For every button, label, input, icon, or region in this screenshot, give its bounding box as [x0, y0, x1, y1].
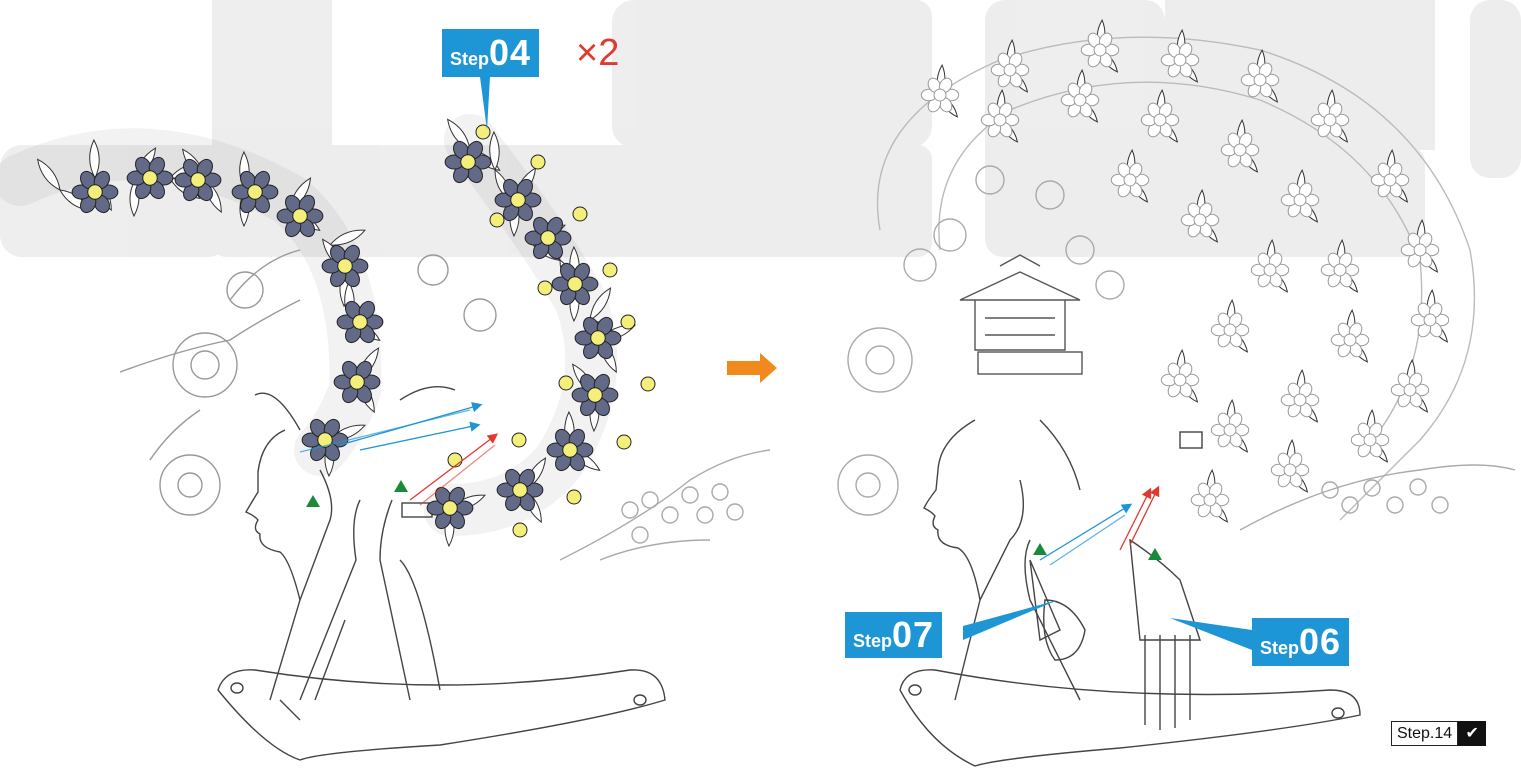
flower	[546, 428, 594, 472]
checkmark-icon: ✔	[1458, 721, 1487, 746]
flower	[571, 373, 619, 417]
step04-badge: Step 04	[442, 29, 540, 77]
step-indicator: Step.14 ✔	[1391, 721, 1487, 746]
flower	[1160, 362, 1200, 398]
bead	[447, 452, 463, 468]
transition-arrow	[727, 353, 777, 383]
flower	[1270, 452, 1310, 488]
flower	[920, 77, 960, 113]
right-base	[899, 669, 1361, 767]
bead	[640, 376, 656, 392]
green-marker	[394, 480, 408, 492]
bead	[475, 124, 491, 140]
flower	[1280, 382, 1320, 418]
flower	[1210, 412, 1250, 448]
flower	[1240, 62, 1280, 98]
green-marker	[306, 495, 320, 507]
flower	[551, 262, 599, 306]
leaf	[328, 229, 367, 246]
step-word: Step	[1260, 638, 1300, 658]
bead	[616, 434, 632, 450]
flower	[444, 140, 492, 184]
flower	[1080, 32, 1120, 68]
green-marker	[1033, 543, 1047, 555]
flower	[1110, 162, 1150, 198]
multiplier-label: ×2	[576, 32, 620, 74]
bead	[512, 522, 528, 538]
bead	[602, 262, 618, 278]
flower	[1210, 312, 1250, 348]
bead	[537, 280, 553, 296]
leaf	[36, 158, 61, 191]
step06-badge: Step 06	[1252, 618, 1350, 666]
step-word: Step	[450, 49, 490, 69]
flower	[71, 170, 119, 214]
flower	[1250, 252, 1290, 288]
flower	[301, 418, 349, 462]
wreath-flowers	[920, 18, 1450, 523]
flowers	[36, 118, 656, 548]
callout-leaders	[480, 77, 1252, 650]
flower	[1140, 102, 1180, 138]
assembly-arrows-right	[1039, 485, 1160, 566]
flower	[126, 156, 174, 200]
step-number: 04	[489, 32, 532, 73]
flower	[174, 158, 222, 202]
flower	[1160, 42, 1200, 78]
flower	[336, 300, 384, 344]
flower	[496, 468, 544, 512]
flower	[1190, 482, 1230, 518]
flower	[1390, 372, 1430, 408]
leaf	[489, 130, 500, 172]
left-figure	[119, 249, 771, 761]
flower	[1310, 102, 1350, 138]
bead	[566, 489, 582, 505]
flower	[1060, 82, 1100, 118]
flower	[1280, 182, 1320, 218]
flower	[231, 170, 279, 214]
step-word: Step	[853, 631, 893, 651]
flower	[276, 194, 324, 238]
bead	[489, 212, 505, 228]
flower	[426, 486, 474, 530]
bead	[511, 432, 527, 448]
temple	[959, 254, 1083, 375]
watermark-bands	[0, 0, 1521, 257]
bead	[558, 375, 574, 391]
leaf	[89, 138, 100, 180]
step-number: 06	[1299, 621, 1342, 662]
right-face	[923, 419, 981, 701]
green-marker	[1148, 548, 1162, 560]
flower	[524, 216, 572, 260]
right-figure	[837, 36, 1516, 767]
leaf	[589, 287, 612, 321]
left-base	[217, 669, 666, 761]
flower	[1180, 202, 1220, 238]
step-indicator-label: Step.14	[1391, 721, 1459, 746]
flower	[1410, 302, 1450, 338]
flower	[1370, 162, 1410, 198]
flower	[574, 316, 622, 360]
step07-badge: Step 07	[845, 612, 943, 658]
flower	[494, 178, 542, 222]
flower	[333, 360, 381, 404]
flower	[1220, 132, 1260, 168]
bead	[572, 206, 588, 222]
flower	[980, 102, 1020, 138]
assembly-arrows-left	[299, 402, 499, 506]
flower	[321, 244, 369, 288]
flower	[1320, 252, 1360, 288]
flower	[1400, 232, 1440, 268]
flower	[1330, 322, 1370, 358]
flower	[990, 52, 1030, 88]
bead	[530, 154, 546, 170]
flower	[1350, 422, 1390, 458]
step-number: 07	[892, 614, 935, 655]
left-face-1	[245, 429, 301, 701]
bead	[620, 314, 636, 330]
